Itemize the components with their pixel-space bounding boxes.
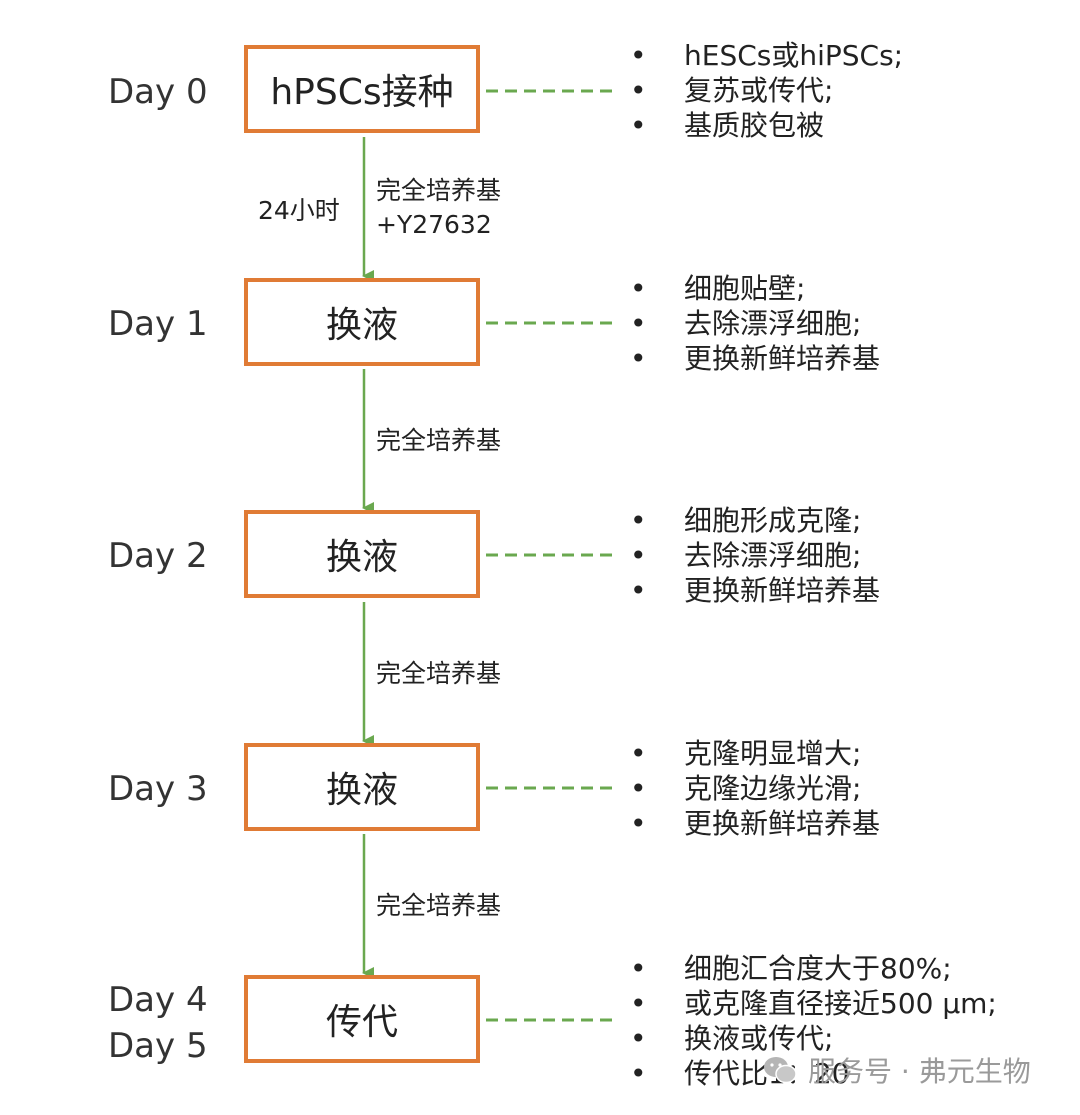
list-item: •细胞形成克隆; [630, 504, 862, 537]
day-label-1: Day 1 [108, 304, 208, 344]
list-item: •或克隆直径接近500 μm; [630, 987, 997, 1020]
step-box-medium-change-2: 换液 [244, 510, 480, 598]
day-label-4: Day 4 [108, 980, 208, 1020]
list-item: •更换新鲜培养基 [630, 574, 881, 607]
watermark-text: 服务号 · 弗元生物 [808, 1055, 1031, 1088]
transition-medium-label-1: 完全培养基 [376, 426, 502, 455]
step-box-medium-change-3: 换液 [244, 743, 480, 831]
list-item: •细胞贴壁; [630, 272, 806, 305]
watermark: 服务号 · 弗元生物 [762, 1050, 1031, 1090]
notes-day2: •细胞形成克隆; •去除漂浮细胞; •更换新鲜培养基 [630, 503, 880, 608]
notes-day1: •细胞贴壁; •去除漂浮细胞; •更换新鲜培养基 [630, 271, 880, 376]
list-item: •hESCs或hiPSCs; [630, 39, 904, 72]
step-box-seeding: hPSCs接种 [244, 45, 480, 133]
list-item: •细胞汇合度大于80%; [630, 952, 952, 985]
day-label-2: Day 2 [108, 536, 208, 576]
day-label-5: Day 5 [108, 1026, 208, 1066]
list-item: •克隆明显增大; [630, 737, 862, 770]
notes-day3: •克隆明显增大; •克隆边缘光滑; •更换新鲜培养基 [630, 736, 880, 841]
day-label-3: Day 3 [108, 769, 208, 809]
wechat-icon [764, 1057, 797, 1084]
notes-day0: •hESCs或hiPSCs; •复苏或传代; •基质胶包被 [630, 38, 903, 143]
list-item: •换液或传代; [630, 1022, 834, 1055]
transition-additive-label: +Y27632 [376, 210, 492, 239]
transition-time-label: 24小时 [258, 196, 340, 225]
list-item: •更换新鲜培养基 [630, 807, 881, 840]
day-label-0: Day 0 [108, 72, 208, 112]
notes-day4: •细胞汇合度大于80%; •或克隆直径接近500 μm; •换液或传代; •传代… [630, 951, 997, 1091]
transition-medium-label-2: 完全培养基 [376, 659, 502, 688]
list-item: •去除漂浮细胞; [630, 539, 862, 572]
step-box-medium-change-1: 换液 [244, 278, 480, 366]
step-box-passage: 传代 [244, 975, 480, 1063]
transition-medium-label-0: 完全培养基 [376, 176, 502, 205]
list-item: •复苏或传代; [630, 74, 834, 107]
transition-medium-label-3: 完全培养基 [376, 891, 502, 920]
list-item: •基质胶包被 [630, 109, 825, 142]
list-item: •去除漂浮细胞; [630, 307, 862, 340]
list-item: •更换新鲜培养基 [630, 342, 881, 375]
list-item: •克隆边缘光滑; [630, 772, 862, 805]
